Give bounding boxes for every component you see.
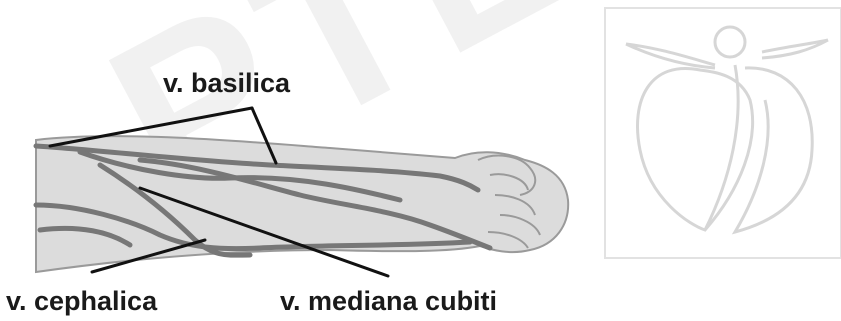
logo-box — [605, 8, 841, 258]
label-vena-basilica: v. basilica — [163, 70, 290, 97]
label-vena-mediana-cubiti: v. mediana cubiti — [280, 288, 497, 315]
label-vena-cephalica: v. cephalica — [6, 288, 157, 315]
forearm-illustration — [36, 136, 568, 272]
